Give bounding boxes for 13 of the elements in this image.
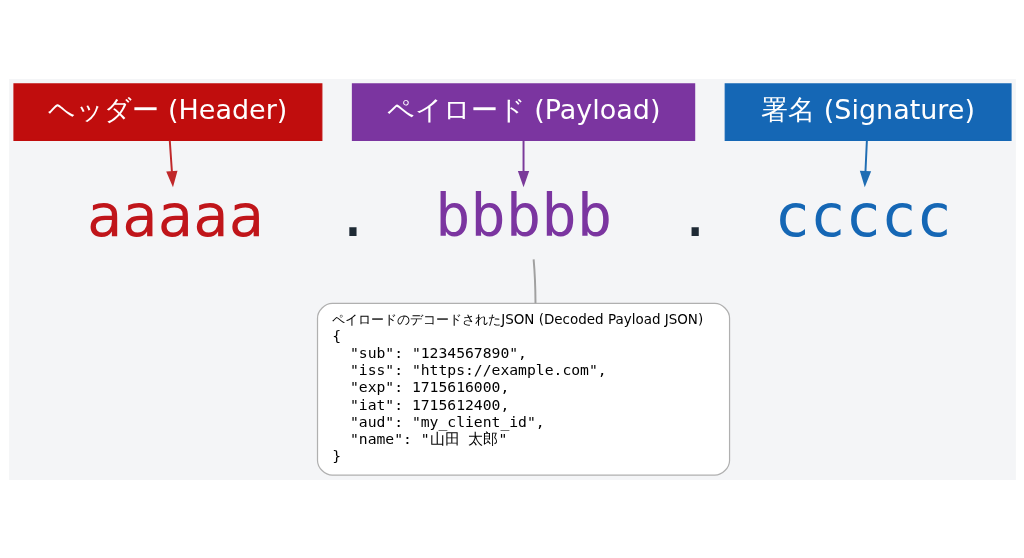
arrow (165, 138, 177, 187)
label: . (677, 180, 713, 250)
label: . (334, 180, 371, 250)
arrow (517, 138, 529, 187)
node-box: ヘッダー (Header) (12, 82, 322, 141)
arrow (859, 138, 871, 187)
node-text: bbbbb (434, 180, 612, 250)
node-box: ペイロード (Payload) (351, 82, 695, 141)
node-text: ccccc (774, 180, 952, 250)
connector (532, 257, 536, 304)
node-box: ペイロードのデコードされたJSON (Decoded Payload JSON) { "sub": "1234567890", "iss": "https://example.com", "exp": 1715616000, "iat": 1715612400, "aud": "my_client_id", "name": "山田 太郎" } (316, 302, 730, 476)
node-text: aaaaa (86, 180, 264, 250)
node-box: 署名 (Signature) (724, 82, 1012, 141)
